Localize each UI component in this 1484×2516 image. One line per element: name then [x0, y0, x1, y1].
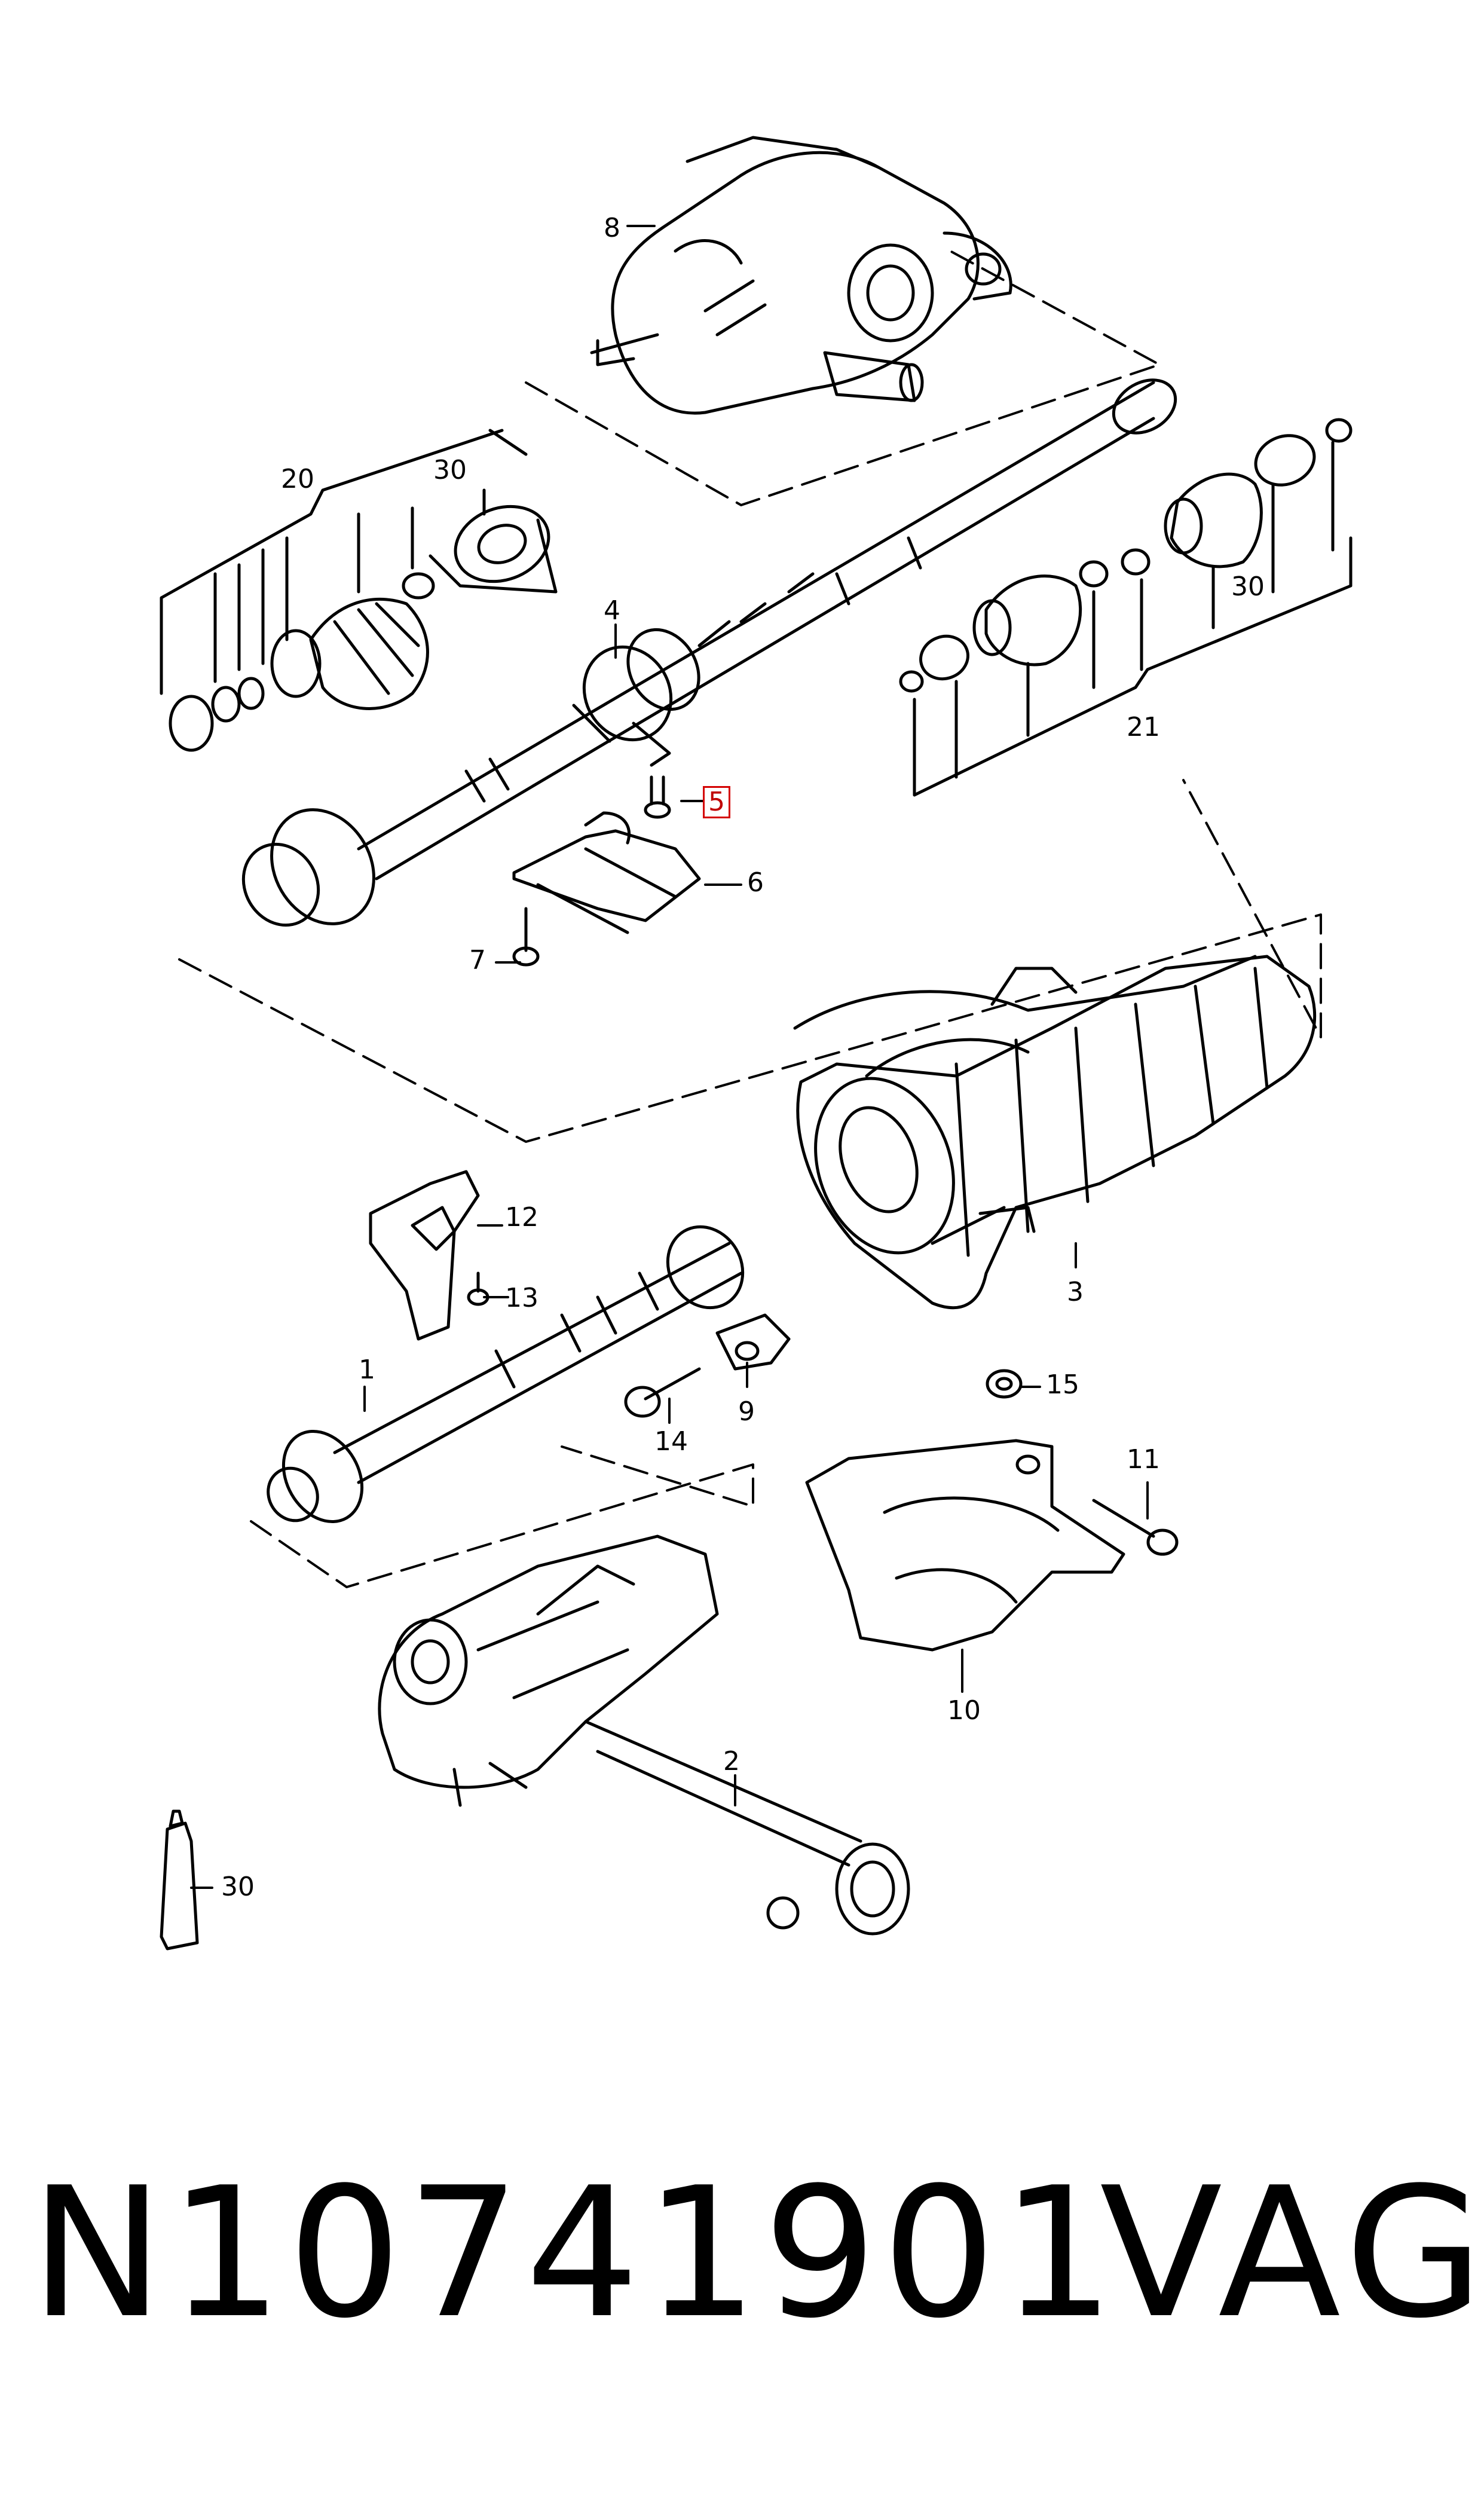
boundary-top [525, 250, 1161, 506]
callout-9: 9 [738, 1396, 755, 1427]
heat-shield-bracket-drawing [369, 1170, 489, 1341]
lower-propshaft-drawing [267, 1225, 745, 1523]
callout-12: 12 [505, 1202, 538, 1233]
callout-2: 2 [723, 1746, 740, 1777]
bracket-and-bolts-drawing [512, 775, 701, 967]
upper-propshaft-drawing [241, 378, 1177, 927]
callout-13: 13 [505, 1283, 538, 1313]
boundary-middle [178, 779, 1322, 1143]
clamp-and-bolt-drawing [624, 1313, 791, 1418]
callout-1: 1 [359, 1355, 375, 1385]
callout-5: 5 [703, 786, 730, 818]
callout-21: 21 [1127, 712, 1160, 742]
callout-30-tube: 30 [221, 1872, 255, 1902]
callout-14: 14 [654, 1426, 688, 1457]
heat-shield-drawing [805, 1439, 1179, 1652]
rear-differential-drawing [378, 1534, 910, 1936]
callout-30-right: 30 [1231, 571, 1265, 602]
callout-11: 11 [1127, 1444, 1160, 1475]
callout-8: 8 [604, 213, 620, 243]
callout-6: 6 [747, 867, 764, 898]
front-differential-drawing [590, 136, 1012, 415]
callout-15: 15 [1046, 1369, 1079, 1400]
brand-text: VAG [1100, 2149, 1484, 2358]
callout-7: 7 [469, 945, 486, 976]
boundary-lower [250, 1445, 754, 1588]
leader-lines [190, 225, 1149, 1889]
callout-3: 3 [1067, 1277, 1084, 1307]
callout-20: 20 [281, 464, 314, 494]
callout-30-left: 30 [433, 455, 467, 485]
grease-tube-drawing [160, 1809, 199, 1951]
right-joint-kit-drawing [899, 418, 1353, 797]
callout-4: 4 [604, 595, 620, 626]
exploded-parts-diagram [160, 136, 1353, 1951]
callout-10: 10 [947, 1695, 981, 1726]
part-number-text: N10741901 [30, 2149, 1120, 2358]
left-joint-kit-drawing [160, 429, 558, 752]
group-boundaries [178, 250, 1322, 1588]
washer-hole-drawing [995, 1377, 1013, 1391]
gearbox-drawing [793, 955, 1317, 1310]
washer-drawing [986, 1369, 1023, 1399]
